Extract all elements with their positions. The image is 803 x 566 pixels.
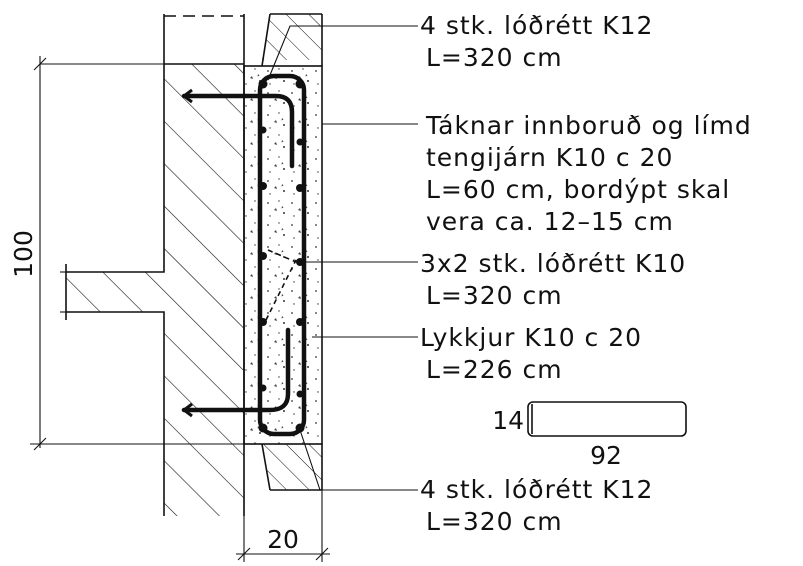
leader-lines	[267, 25, 418, 491]
stirrup-shape-sketch: 14 92	[492, 401, 687, 470]
rebar-dot	[296, 318, 304, 326]
rebar-dot	[259, 126, 267, 134]
dimension-width: 20	[236, 444, 330, 562]
annotation-dowels-line1: Táknar innboruð og límd	[425, 111, 752, 140]
annotation-dowels-line2: tengijárn K10 c 20	[426, 143, 673, 172]
dowel-bottom	[181, 327, 291, 418]
annotation-middle-bars-line1: 3x2 stk. lóðrétt K10	[420, 249, 686, 278]
stirrup-height-label: 14	[492, 406, 524, 435]
annotation-top-bars: 4 stk. lóðrétt K12 L=320 cm	[420, 11, 653, 72]
annotation-bottom-bars: 4 stk. lóðrétt K12 L=320 cm	[420, 475, 653, 536]
dimension-width-label: 20	[267, 525, 299, 554]
dimension-height: 100	[9, 56, 244, 451]
rebar-dot	[296, 258, 304, 266]
rebar-dot	[259, 182, 267, 190]
annotation-middle-bars: 3x2 stk. lóðrétt K10 L=320 cm	[420, 249, 686, 310]
rebar-dot	[259, 384, 267, 392]
section-break-marks	[265, 249, 297, 321]
annotation-middle-bars-line2: L=320 cm	[426, 281, 563, 310]
dowel-top	[181, 88, 295, 169]
annotation-stirrups-line1: Lykkjur K10 c 20	[420, 323, 642, 352]
rebar-dot	[295, 423, 305, 433]
rebar-dot	[295, 79, 305, 89]
annotation-dowels: Táknar innboruð og límd tengijárn K10 c …	[425, 111, 752, 236]
rebar-dot	[296, 390, 304, 398]
annotation-bottom-bars-line2: L=320 cm	[426, 507, 563, 536]
rebar-dot	[259, 252, 267, 260]
rebar-dot	[296, 184, 304, 192]
existing-wall-section	[60, 63, 245, 516]
annotation-top-bars-line2: L=320 cm	[426, 43, 563, 72]
rebar-dot	[258, 79, 268, 89]
rebar-dots	[258, 79, 305, 433]
new-concrete-layer	[243, 65, 323, 445]
plate-top	[261, 13, 323, 67]
dimension-height-label: 100	[9, 230, 38, 278]
annotation-bottom-bars-line1: 4 stk. lóðrétt K12	[420, 475, 653, 504]
rebar-dot	[296, 138, 304, 146]
stirrup-width-label: 92	[590, 441, 622, 470]
wall-above	[163, 14, 245, 64]
annotation-top-bars-line1: 4 stk. lóðrétt K12	[420, 11, 653, 40]
annotation-dowels-line3: L=60 cm, bordýpt skal	[426, 175, 730, 204]
annotation-stirrups: Lykkjur K10 c 20 L=226 cm	[420, 323, 642, 384]
rebar-dot	[259, 318, 267, 326]
annotation-stirrups-line2: L=226 cm	[426, 355, 563, 384]
rebar-dot	[258, 423, 268, 433]
annotation-dowels-line4: vera ca. 12–15 cm	[426, 207, 674, 236]
plate-bottom	[261, 443, 323, 491]
